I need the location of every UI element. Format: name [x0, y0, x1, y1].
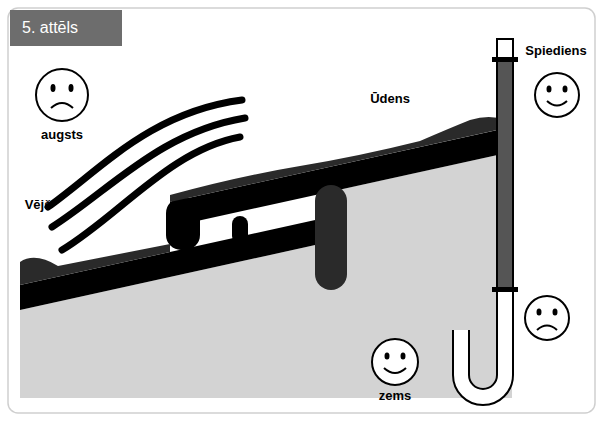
happy-face — [535, 73, 579, 117]
tube-ring — [492, 287, 518, 292]
tube-inside — [461, 290, 505, 397]
tube-outline — [496, 38, 514, 292]
face-eye — [563, 86, 568, 93]
face-outline — [372, 339, 418, 385]
tube-liquid — [498, 60, 512, 290]
sheet-fold — [166, 198, 200, 250]
wind-lines — [48, 100, 245, 250]
face-mouth — [384, 368, 406, 373]
sheet-stub — [232, 216, 248, 244]
water-layer — [20, 244, 170, 285]
face-eye — [547, 86, 552, 93]
tube-inside — [498, 40, 512, 58]
water-label: Ūdens — [370, 92, 410, 106]
face-outline — [525, 296, 569, 340]
face-eye — [51, 84, 56, 92]
sad-face — [525, 296, 569, 340]
level-label: zems — [379, 389, 412, 403]
tube-outline — [461, 290, 505, 397]
face-eye — [69, 84, 74, 92]
level-label: augsts — [41, 128, 83, 142]
face-outline — [36, 69, 88, 121]
happy-face — [372, 339, 418, 385]
figure-tab: 5. attēls — [10, 10, 122, 46]
face-eye — [537, 309, 542, 316]
water-leak — [315, 185, 347, 290]
face-mouth — [547, 101, 567, 106]
face-eye — [553, 309, 558, 316]
water-layer — [170, 117, 505, 202]
face-mouth — [51, 103, 73, 108]
sad-face — [36, 69, 88, 121]
tube-ring — [492, 57, 518, 62]
face-eye — [385, 353, 390, 360]
manometer-tube — [461, 38, 518, 397]
face-mouth — [537, 326, 557, 331]
figure-frame — [8, 8, 595, 413]
pressure-label: Spiediens — [525, 44, 586, 58]
wind-label: Vējš — [25, 198, 52, 212]
face-outline — [535, 73, 579, 117]
face-eye — [401, 353, 406, 360]
